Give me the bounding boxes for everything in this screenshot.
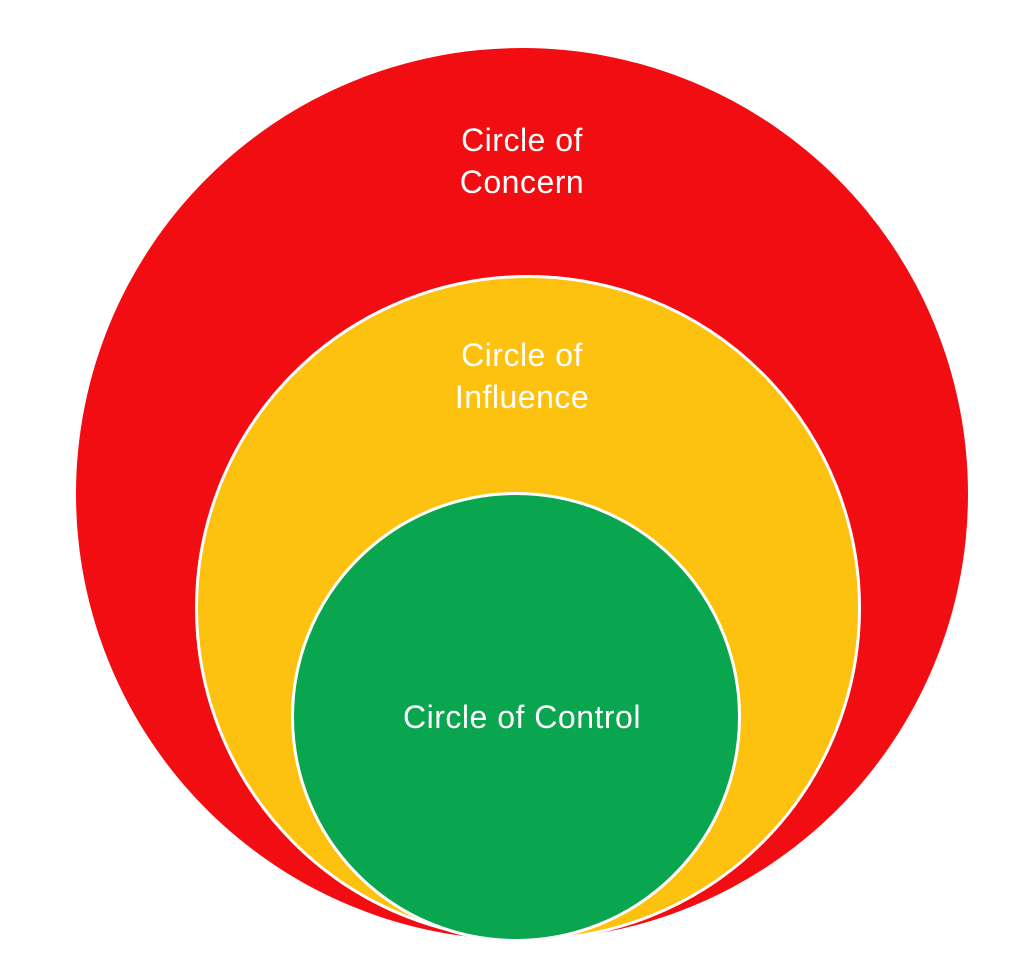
label-line: Circle of Control xyxy=(403,699,641,735)
circle-of-control xyxy=(291,492,741,942)
circle-of-control-label: Circle of Control xyxy=(372,696,672,738)
label-line: Concern xyxy=(459,164,585,200)
label-line: Circle of xyxy=(461,122,583,158)
circle-of-concern-label: Circle of Concern xyxy=(372,119,672,203)
circle-of-influence-label: Circle of Influence xyxy=(372,334,672,418)
label-line: Influence xyxy=(454,379,590,415)
label-line: Circle of xyxy=(461,337,583,373)
